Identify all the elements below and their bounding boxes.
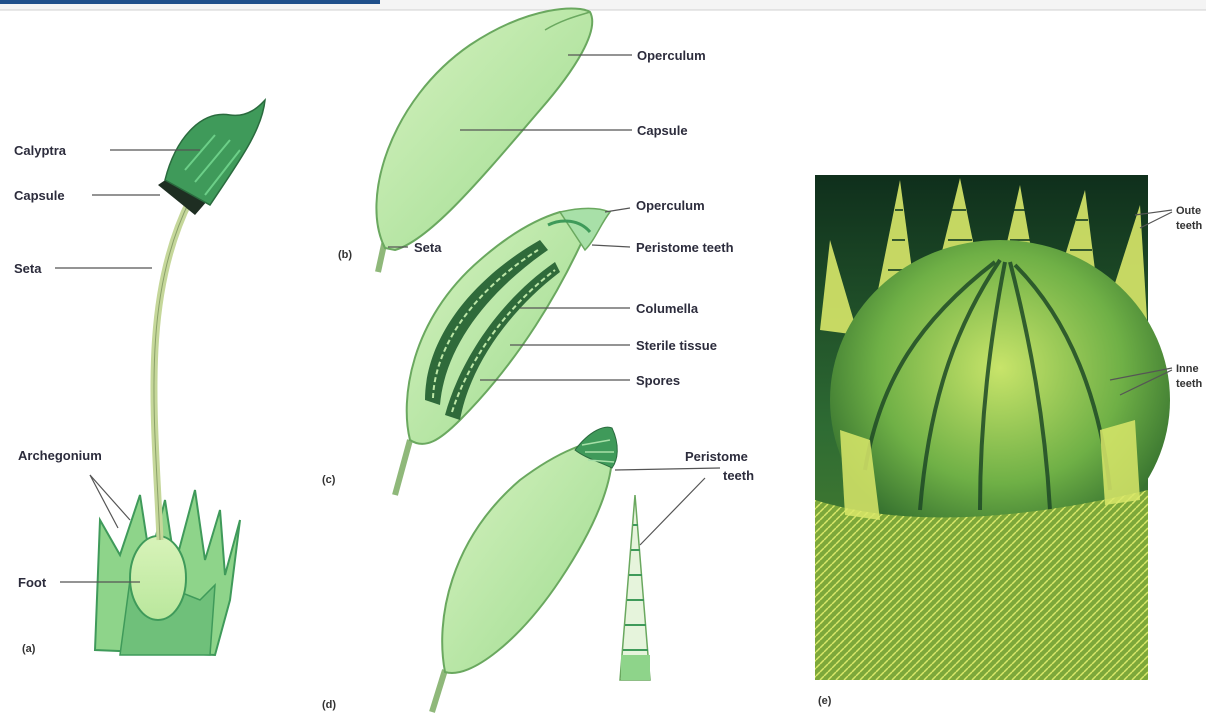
seta-d xyxy=(432,670,445,712)
label-operculum-c: Operculum xyxy=(636,198,705,213)
label-seta-b: Seta xyxy=(414,240,442,255)
label-inner-teeth-1: Inne xyxy=(1176,363,1199,375)
label-peristome-d-2: teeth xyxy=(723,468,754,483)
cropped-title-glyphs xyxy=(0,0,380,4)
panel-a-moss-sporophyte: Calyptra Capsule Seta Archegonium Foot (… xyxy=(14,100,265,655)
label-operculum-b: Operculum xyxy=(637,48,706,63)
label-spores: Spores xyxy=(636,373,680,388)
label-calyptra: Calyptra xyxy=(14,143,67,158)
panel-d-open-capsule: Peristome teeth (d) xyxy=(322,427,754,712)
panel-e-micrograph: Oute teeth Inne teeth (e) xyxy=(815,175,1203,707)
label-sterile-tissue: Sterile tissue xyxy=(636,338,717,353)
label-capsule: Capsule xyxy=(14,188,65,203)
label-outer-teeth-2: teeth xyxy=(1176,220,1203,232)
panel-label-d: (d) xyxy=(322,699,336,711)
panel-label-b: (b) xyxy=(338,249,352,261)
panel-label-c: (c) xyxy=(322,474,336,486)
peristome-tooth xyxy=(620,495,650,680)
panel-label-e: (e) xyxy=(818,695,832,707)
label-peristome-d-1: Peristome xyxy=(685,449,748,464)
label-outer-teeth-1: Oute xyxy=(1176,205,1201,217)
label-capsule-b: Capsule xyxy=(637,123,688,138)
capsule-d xyxy=(442,440,612,673)
panel-label-a: (a) xyxy=(22,643,36,655)
label-foot: Foot xyxy=(18,575,47,590)
label-inner-teeth-2: teeth xyxy=(1176,378,1203,390)
label-seta: Seta xyxy=(14,261,42,276)
label-peristome-teeth-c: Peristome teeth xyxy=(636,240,734,255)
seta-c xyxy=(395,440,410,495)
label-archegonium: Archegonium xyxy=(18,448,102,463)
foot xyxy=(130,536,186,620)
label-columella: Columella xyxy=(636,301,699,316)
seta xyxy=(154,200,190,540)
capsule-wall-texture xyxy=(815,490,1148,680)
